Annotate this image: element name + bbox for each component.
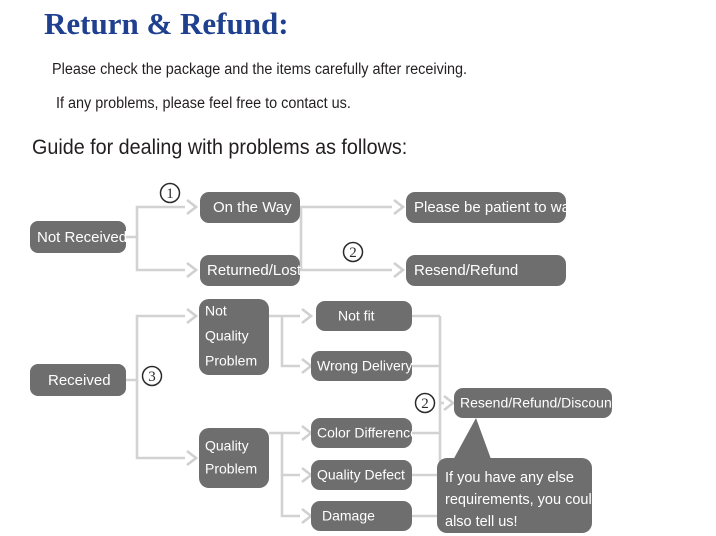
node-not-received-label: Not Received — [37, 229, 127, 246]
header-line-2: If any problems, please feel free to con… — [56, 95, 351, 112]
callout-line-2: requirements, you could — [445, 492, 600, 508]
arrowhead-notfit — [301, 307, 314, 325]
node-wrong-delivery-label: Wrong Delivery — [317, 358, 412, 374]
node-received — [30, 364, 126, 396]
arrowhead-damage — [301, 507, 314, 525]
page-title: Return & Refund: — [44, 6, 289, 41]
arrowhead-resend-refund-discount — [443, 394, 456, 412]
callout-line-3: also tell us! — [445, 514, 518, 530]
connector-nqp-wrongdelivery — [280, 316, 300, 368]
step-marker-one: 1 — [159, 182, 181, 204]
node-not-received — [30, 221, 126, 253]
connector-received-qualityproblem — [135, 380, 185, 460]
step-marker-two-top: 2 — [342, 241, 364, 263]
step-marker-three: 3 — [141, 365, 163, 387]
node-not-quality-problem — [199, 299, 269, 375]
node-color-difference — [311, 418, 412, 448]
node-returned-lost-label: Returned/Lost — [207, 262, 302, 279]
arrowhead-resendrefund — [393, 261, 406, 279]
node-quality-defect — [311, 460, 412, 490]
node-wrong-delivery — [311, 351, 412, 381]
node-please-be-patient-label: Please be patient to wait — [414, 199, 578, 216]
arrowhead-pleasewait — [393, 198, 406, 216]
header-line-1: Please check the package and the items c… — [52, 61, 468, 78]
arrowhead-returnedlost — [186, 261, 199, 279]
node-not-quality-problem-line3: Problem — [205, 353, 257, 369]
node-on-the-way — [200, 192, 300, 223]
guide-heading: Guide for dealing with problems as follo… — [32, 136, 408, 159]
step-marker-two-bottom: 2 — [414, 392, 436, 414]
node-damage — [311, 501, 412, 531]
node-not-quality-problem-line2: Quality — [205, 328, 249, 344]
node-not-fit — [316, 301, 412, 331]
arrowhead-notqualityproblem — [186, 307, 199, 325]
node-resend-refund — [406, 255, 566, 286]
node-quality-problem-line2: Problem — [205, 461, 257, 477]
arrowhead-qualitydefect — [301, 466, 314, 484]
connector-notreceived-returnedlost — [135, 237, 185, 272]
arrowhead-colordifference — [301, 424, 314, 442]
node-resend-refund-label: Resend/Refund — [414, 262, 518, 279]
step-marker-two-top-label: 2 — [349, 245, 357, 261]
node-quality-problem — [199, 428, 269, 488]
callout-line-1: If you have any else — [445, 470, 574, 486]
node-quality-problem-line1: Quality — [205, 438, 249, 454]
node-quality-defect-label: Quality Defect — [317, 467, 405, 483]
node-not-fit-label: Not fit — [338, 308, 375, 324]
node-resend-refund-discount — [454, 388, 612, 418]
node-returned-lost — [200, 255, 300, 286]
connector-received-notqualityproblem — [126, 314, 185, 382]
arrowhead-wrongdelivery — [301, 357, 314, 375]
step-marker-one-label: 1 — [166, 186, 174, 202]
node-please-be-patient — [406, 192, 566, 223]
node-received-label: Received — [48, 372, 111, 389]
arrowhead-ontheway — [186, 198, 199, 216]
callout-tail — [452, 418, 495, 470]
node-resend-refund-discount-label: Resend/Refund/Discount — [460, 395, 616, 411]
node-on-the-way-label: On the Way — [213, 199, 292, 216]
connector-qp-qualitydefect — [280, 433, 300, 477]
step-marker-three-label: 3 — [148, 369, 156, 385]
node-not-quality-problem-line1: Not — [205, 303, 227, 319]
connector-qp-damage — [280, 475, 300, 518]
node-damage-label: Damage — [322, 508, 375, 524]
step-marker-two-bottom-label: 2 — [421, 396, 429, 412]
arrowhead-qualityproblem — [186, 449, 199, 467]
connector-notreceived-ontheway — [126, 205, 185, 239]
callout-bubble — [437, 458, 592, 533]
node-color-difference-label: Color Difference — [317, 425, 418, 441]
